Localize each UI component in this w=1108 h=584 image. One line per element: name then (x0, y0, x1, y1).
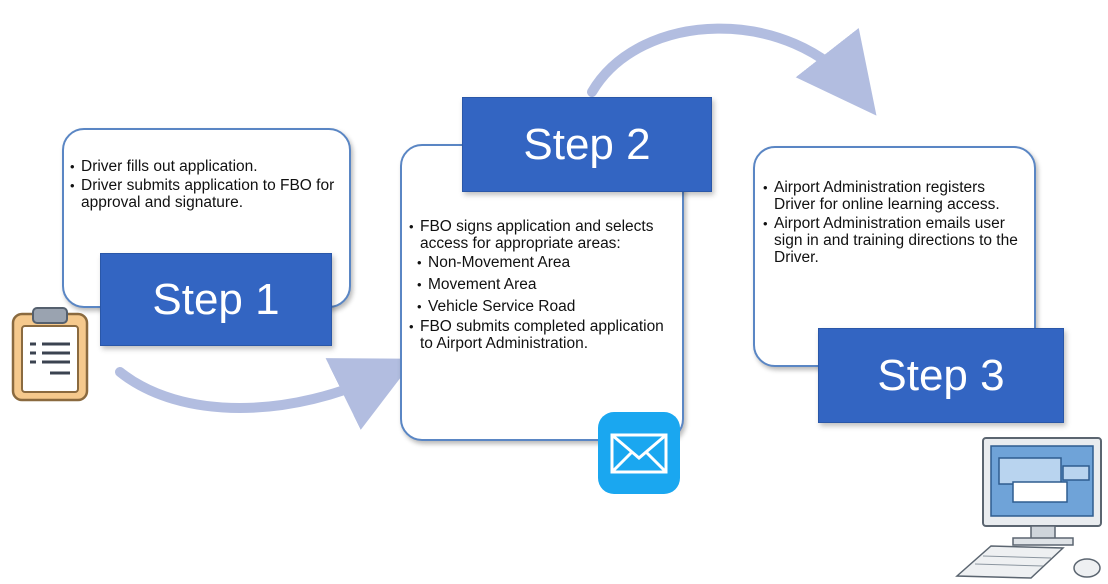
step2-bullet-1: FBO signs application and selects access… (409, 218, 670, 252)
arrow-step1-to-step2 (115, 358, 415, 430)
step2-subbullet-2: Movement Area (409, 276, 670, 293)
computer-icon (955, 437, 1102, 579)
step2-label: Step 2 (462, 97, 712, 192)
step3-bullet-2: Airport Administration emails user sign … (763, 215, 1022, 266)
step1-bullet-2: Driver submits application to FBO for ap… (70, 177, 339, 211)
step2-subbullet-3: Vehicle Service Road (409, 298, 670, 315)
arrow-step2-to-step3 (587, 23, 877, 116)
envelope-icon (598, 412, 680, 494)
step1-label: Step 1 (100, 253, 332, 346)
step2-card: FBO signs application and selects access… (400, 144, 684, 441)
step1-bullet-1: Driver fills out application. (70, 158, 339, 175)
step2-bullet-2: FBO submits completed application to Air… (409, 318, 670, 352)
step2-subbullet-1: Non-Movement Area (409, 254, 670, 271)
step3-bullet-1: Airport Administration registers Driver … (763, 179, 1022, 213)
step3-label: Step 3 (818, 328, 1064, 423)
clipboard-icon (11, 307, 89, 402)
